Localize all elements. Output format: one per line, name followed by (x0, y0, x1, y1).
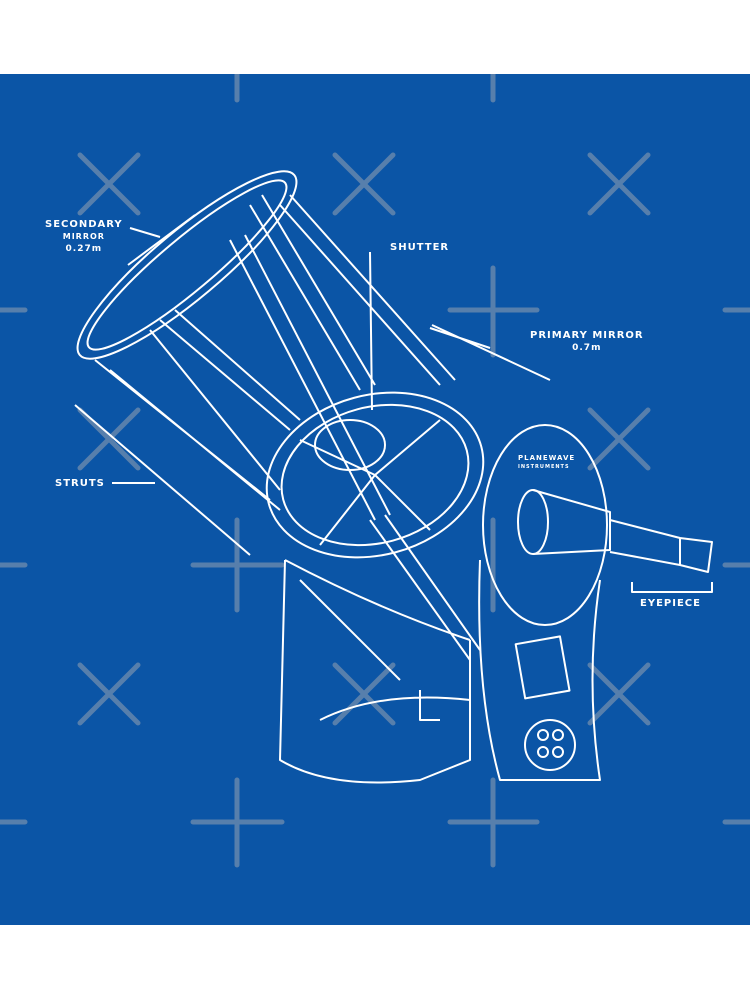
telescope-drawing (0, 74, 750, 868)
blueprint-artwork: SECONDARY MIRROR 0.27m SHUTTER PRIMARY M… (0, 74, 750, 925)
struts-label: STRUTS (55, 478, 105, 490)
primary-mirror-size: 0.7m (572, 343, 602, 353)
planewave-logo: PLANEWAVE INSTRUMENTS (518, 454, 575, 472)
logo-sub: INSTRUMENTS (518, 464, 570, 470)
secondary-mirror-size: 0.27m (65, 244, 103, 254)
logo-name: PLANEWAVE (518, 454, 576, 462)
eyepiece-text: EYEPIECE (640, 598, 701, 609)
primary-mirror-title: PRIMARY MIRROR (530, 330, 644, 341)
struts-text: STRUTS (55, 478, 105, 489)
primary-mirror-label: PRIMARY MIRROR 0.7m (530, 330, 644, 354)
shutter-label: SHUTTER (390, 242, 449, 254)
telescope-linework (74, 170, 713, 784)
eyepiece-label: EYEPIECE (640, 598, 701, 610)
secondary-mirror-label: SECONDARY MIRROR 0.27m (45, 219, 123, 255)
secondary-mirror-title: SECONDARY (45, 219, 123, 230)
watermark-pattern (0, 74, 750, 868)
secondary-mirror-sub: MIRROR (62, 232, 105, 241)
shutter-text: SHUTTER (390, 242, 450, 253)
